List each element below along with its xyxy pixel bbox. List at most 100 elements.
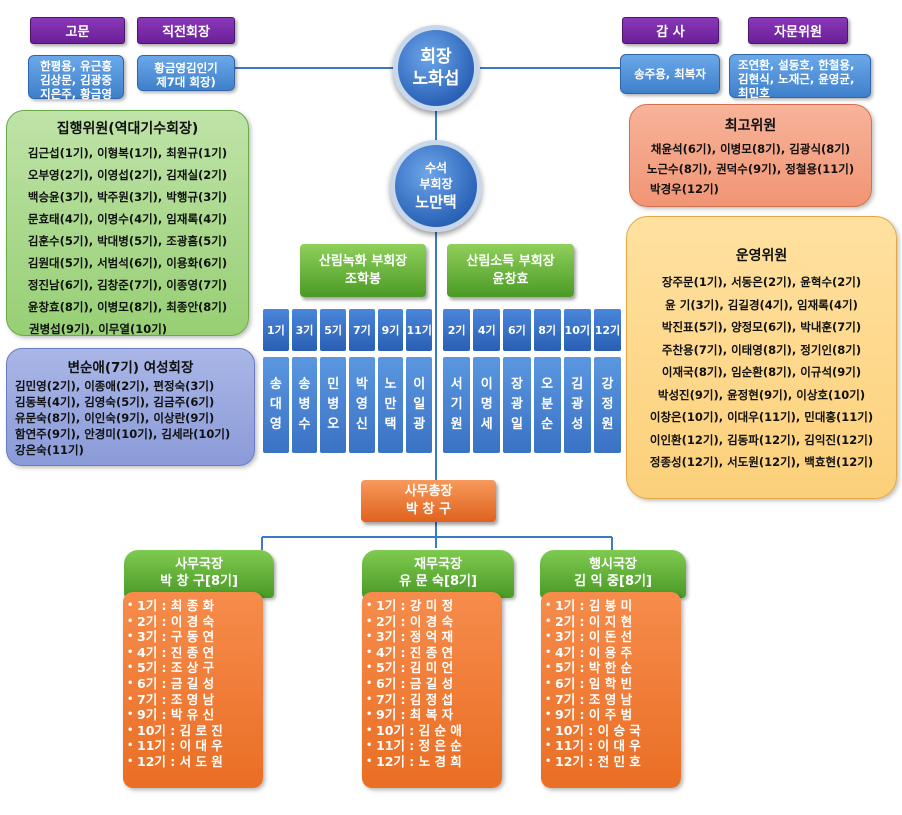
- list-item: 5기 : 김 미 언: [362, 660, 502, 676]
- operating-member-line: 장주문(1기), 서동은(2기), 윤혁수(2기): [661, 275, 862, 289]
- generation-cell: 6기: [503, 309, 531, 351]
- member-char: 택: [384, 417, 397, 432]
- generation-cell: 12기: [593, 309, 622, 351]
- secretary-general-node: 사무총장 박 창 구: [361, 480, 496, 522]
- advisor-name-line: 김상문, 김광중: [40, 73, 112, 87]
- list-item: 10기 : 김 순 애: [362, 723, 502, 739]
- list-item: 4기 : 진 종 연: [362, 645, 502, 661]
- forest-greening-vp-label: 산림녹화 부회장: [318, 253, 408, 269]
- generation-cell: 3기: [291, 309, 318, 351]
- member-char: 오: [327, 417, 340, 432]
- dept-events-list: 1기 : 김 봉 미 2기 : 이 지 현 3기 : 이 돈 선 4기 : 이 …: [541, 592, 681, 788]
- operating-member-line: 주찬용(7기), 이태영(8기), 정기인(8기): [661, 342, 862, 357]
- operating-member-line: 윤 기(3기), 김길경(4기), 임재록(4기): [665, 297, 858, 312]
- list-item: 1기 : 김 봉 미: [541, 598, 681, 614]
- executive-member-line: 김근섭(1기), 이형복(1기), 최원규(1기): [27, 146, 228, 160]
- executive-committee-title: 집행위원(역대기수회장): [56, 121, 199, 137]
- operating-member-line: 이인환(12기), 김동파(12기), 김익진(12기): [649, 432, 874, 447]
- executive-member-line: 문효태(4기), 이명수(4기), 임재록(4기): [27, 212, 228, 226]
- auditor-name-line: 송주용, 최복자: [634, 67, 706, 81]
- generation-cell: 5기: [320, 309, 347, 351]
- generation-cell: 1기: [263, 309, 289, 351]
- list-item: 3기 : 구 동 연: [123, 629, 263, 645]
- women-member-line: 강은숙(11기): [15, 443, 84, 457]
- women-member-line: 함연주(9기), 안경미(10기), 김세라(10기): [15, 427, 231, 441]
- member-char: 원: [601, 417, 614, 432]
- member-char: 정: [601, 397, 614, 412]
- member-char: 영: [269, 417, 282, 432]
- member-char: 성: [571, 417, 584, 432]
- forest-income-vp-name: 윤창효: [492, 271, 529, 287]
- member-char: 오: [541, 377, 554, 392]
- generation-cell: 7기: [349, 309, 375, 351]
- list-item: 9기 : 이 주 범: [541, 707, 681, 723]
- list-item: 2기 : 이 경 숙: [362, 614, 502, 630]
- forest-greening-vp: 산림녹화 부회장 조학봉: [300, 244, 426, 297]
- member-char: 신: [355, 417, 368, 432]
- generation-cell: 8기: [533, 309, 561, 351]
- member-char: 대: [269, 397, 282, 412]
- advisor-name-line: 한평용, 유근홍: [40, 59, 112, 73]
- member-char: 일: [413, 397, 426, 412]
- executive-member-line: 김훈수(5기), 박대병(5기), 조광흠(5기): [27, 234, 228, 248]
- executive-member-line: 권병섭(9기), 이무열(10기): [29, 322, 168, 336]
- women-committee-panel: 변순애(7기) 여성회장 김민영(2기), 이종애(2기), 편정숙(3기) 김…: [6, 348, 255, 466]
- member-char: 수: [298, 417, 311, 432]
- member-char: 장: [510, 377, 523, 392]
- consultant-names-box: 조연환, 설동호, 한철용, 김현식, 노재근, 윤영균, 최민호: [729, 54, 871, 100]
- member-char: 원: [450, 417, 463, 432]
- member-char: 서: [450, 377, 463, 392]
- supreme-committee-panel: 최고위원 채윤석(6기), 이병모(8기), 김광식(8기) 노근수(8기), …: [629, 104, 872, 207]
- member-char: 세: [480, 417, 493, 432]
- consultant-name-line: 조연환, 설동호, 한철용,: [738, 58, 855, 72]
- past-president-box: 황금영김인기 제7대 회장): [137, 55, 235, 91]
- executive-member-line: 윤창효(8기), 이병모(8기), 최종안(8기): [27, 300, 228, 314]
- dept-title: 사무국장: [175, 557, 223, 572]
- member-char: 이: [480, 377, 493, 392]
- operating-member-line: 정종성(12기), 서도원(12기), 백효현(12기): [649, 455, 874, 469]
- member-char: 광: [510, 397, 523, 412]
- supreme-member-line: 노근수(8기), 권덕수(9기), 정철용(11기): [646, 162, 855, 176]
- executive-member-line: 정진남(6기), 김창준(7기), 이종영(7기): [27, 278, 228, 292]
- list-item: 5기 : 조 상 구: [123, 660, 263, 676]
- women-committee-title: 변순애(7기) 여성회장: [67, 360, 194, 376]
- member-char: 병: [327, 397, 340, 412]
- women-member-line: 김민영(2기), 이종애(2기), 편정숙(3기): [15, 379, 215, 393]
- member-char: 민: [327, 377, 340, 392]
- senior-vp-line1: 수석: [424, 161, 448, 175]
- supreme-member-line: 박경우(12기): [650, 182, 719, 196]
- supreme-committee-title: 최고위원: [724, 118, 777, 134]
- dept-general-affairs-head: 사무국장 박 창 구[8기]: [124, 550, 274, 598]
- past-president-label: 직전회장: [137, 17, 235, 44]
- dept-general-affairs-list: 1기 : 최 종 화 2기 : 이 경 숙 3기 : 구 동 연 4기 : 진 …: [123, 592, 263, 788]
- forest-greening-vp-name: 조학봉: [345, 271, 381, 287]
- member-char: 기: [450, 397, 463, 412]
- dept-finance-head: 재무국장 유 문 숙[8기]: [362, 550, 514, 598]
- list-item: 12기 : 전 민 호: [541, 754, 681, 770]
- list-item: 12기 : 서 도 원: [123, 754, 263, 770]
- list-item: 3기 : 이 돈 선: [541, 629, 681, 645]
- forest-greening-generations: 1기 3기 5기 7기 9기 11기: [263, 309, 433, 351]
- list-item: 5기 : 박 한 순: [541, 660, 681, 676]
- operating-member-line: 이창은(10기), 이대우(11기), 민대홍(11기): [649, 410, 874, 424]
- consultant-label: 자문위원: [748, 17, 848, 44]
- generation-cell: 9기: [377, 309, 404, 351]
- list-item: 7기 : 조 영 남: [541, 692, 681, 708]
- list-item: 7기 : 조 영 남: [123, 692, 263, 708]
- member-char: 이: [413, 377, 426, 392]
- member-char: 병: [298, 397, 311, 412]
- member-char: 송: [269, 377, 282, 392]
- secretary-general-title: 사무총장: [404, 484, 453, 499]
- generation-cell: 10기: [563, 309, 591, 351]
- consultant-name-line: 최민호: [738, 86, 770, 100]
- list-item: 9기 : 박 유 신: [123, 707, 263, 723]
- list-item: 1기 : 최 종 화: [123, 598, 263, 614]
